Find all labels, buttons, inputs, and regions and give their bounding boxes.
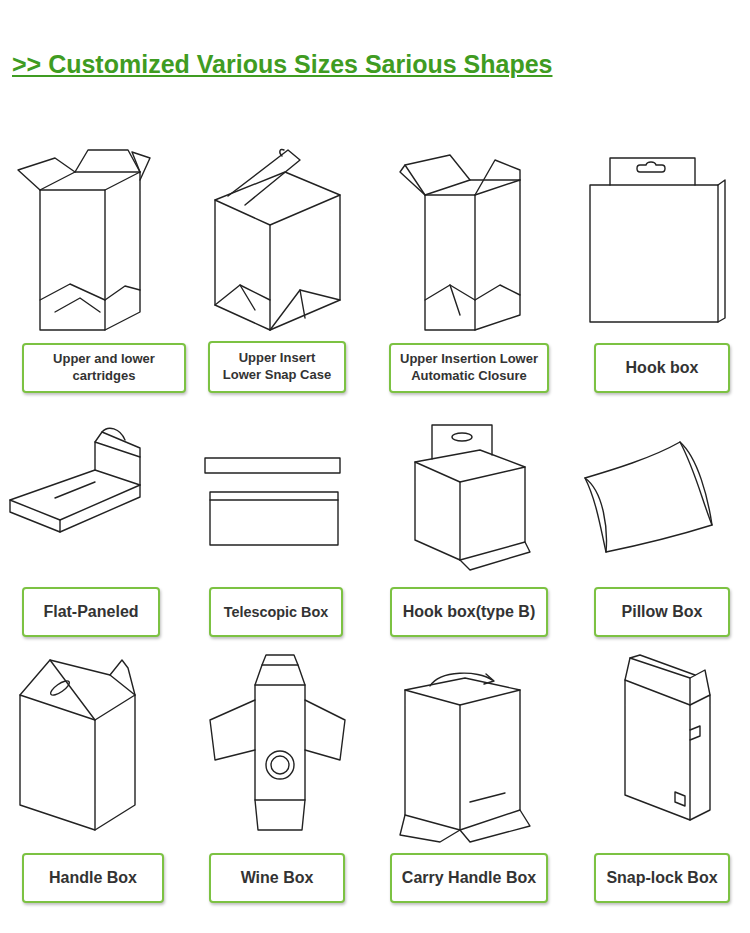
box-type-label: Upper Insert Lower Snap Case xyxy=(218,350,336,384)
cartridge-box xyxy=(18,150,150,330)
hook-box xyxy=(590,158,725,322)
box-type-label: Pillow Box xyxy=(622,602,703,623)
handle-box xyxy=(20,660,135,830)
auto-closure-box xyxy=(400,155,520,330)
label-box: Wine Box xyxy=(209,853,345,903)
snap-case-box xyxy=(215,149,340,330)
pillow-box xyxy=(585,442,712,552)
box-type-label: Hook box(type B) xyxy=(403,602,535,623)
label-box: Upper and lower cartridges xyxy=(22,343,186,393)
box-type-label: Flat-Paneled xyxy=(43,602,138,623)
box-type-label: Upper and lower cartridges xyxy=(32,351,176,385)
telescopic-box xyxy=(205,458,340,545)
box-type-label: Upper Insertion Lower Automatic Closure xyxy=(399,351,539,385)
hook-box-b xyxy=(415,425,530,570)
carry-handle-box xyxy=(400,673,530,842)
box-type-label: Snap-lock Box xyxy=(606,868,717,889)
label-box: Pillow Box xyxy=(594,587,730,637)
label-box: Upper Insertion Lower Automatic Closure xyxy=(389,343,549,393)
box-type-label: Telescopic Box xyxy=(224,603,329,622)
snap-lock-box xyxy=(625,655,710,820)
label-box: Telescopic Box xyxy=(209,587,343,637)
label-box: Carry Handle Box xyxy=(390,853,548,903)
label-box: Upper Insert Lower Snap Case xyxy=(208,341,346,393)
box-type-label: Handle Box xyxy=(49,868,137,889)
label-box: Snap-lock Box xyxy=(594,853,730,903)
wine-box xyxy=(210,655,345,830)
label-box: Handle Box xyxy=(22,853,164,903)
flat-box xyxy=(10,428,140,532)
page-title: >> Customized Various Sizes Sarious Shap… xyxy=(12,50,552,79)
box-type-label: Wine Box xyxy=(241,868,314,889)
label-box: Hook box(type B) xyxy=(390,587,548,637)
label-box: Hook box xyxy=(594,343,730,393)
label-box: Flat-Paneled xyxy=(22,587,160,637)
box-type-label: Hook box xyxy=(626,358,699,379)
box-type-label: Carry Handle Box xyxy=(402,868,536,889)
